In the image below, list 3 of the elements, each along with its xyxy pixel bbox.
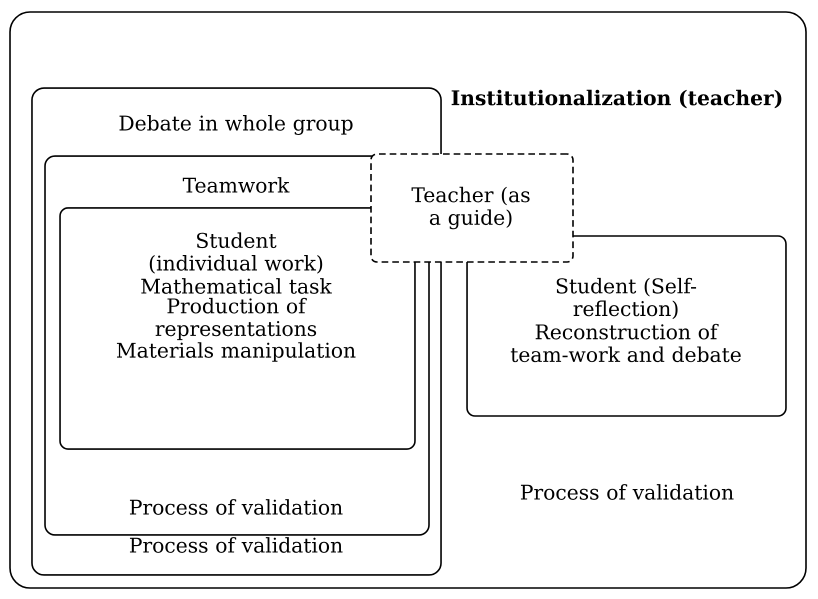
- dashed-box: Teacher (as a guide): [370, 153, 574, 263]
- content-box: Student (Self-reflection) Reconstruction of team-work and debate: [466, 235, 787, 417]
- content-box: Student (individual work) Mathematical task Production of representations Materials manipulation: [59, 207, 416, 450]
